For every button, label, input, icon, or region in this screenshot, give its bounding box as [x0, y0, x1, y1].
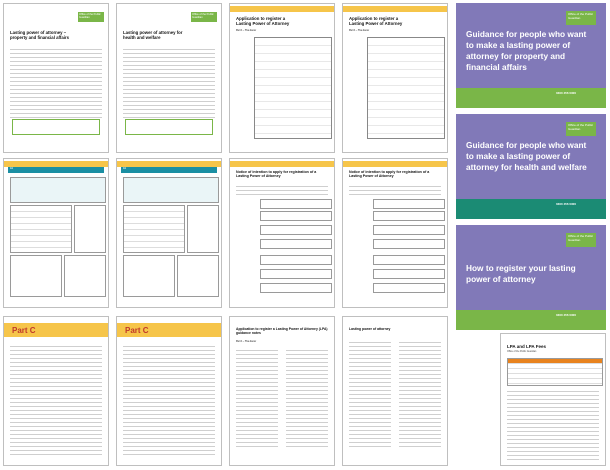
cover-title: Guidance for people who want to make a l… [466, 140, 587, 172]
part-heading: Part C [125, 326, 149, 335]
part-heading: Part C [12, 326, 36, 335]
helpline: 0300 456 0300 [556, 91, 577, 95]
page-thumbnail-12[interactable]: Lasting power of attorney [342, 316, 448, 466]
helpline: 0300 456 0300 [556, 313, 577, 317]
cover-title: Guidance for people who want to make a l… [466, 29, 587, 72]
page-thumbnail-10[interactable]: Part C [116, 316, 222, 466]
opg-logo: Office of the Public Guardian [566, 122, 596, 136]
page-title: Lasting power of attorney for health and… [123, 30, 183, 40]
page-thumbnail-3[interactable]: Application to register a Lasting Power … [229, 3, 335, 153]
page-thumbnail-4[interactable]: Application to register a Lasting Power … [342, 3, 448, 153]
section-label: A1 [123, 168, 126, 170]
fees-document[interactable]: LPA and LPA Fees Office of the Public Gu… [500, 333, 606, 466]
page-title: Application to register a Lasting Power … [236, 16, 290, 26]
page-thumbnail-2[interactable]: Office of the Public Guardian Lasting po… [116, 3, 222, 153]
form-grid [367, 37, 445, 139]
page-title: Application to register a Lasting Power … [236, 327, 328, 335]
section-label: A1 [10, 168, 13, 170]
page-title: Notice of intention to apply for registr… [349, 170, 430, 179]
page-title: LPA and LPA Fees [507, 344, 547, 349]
part-heading: Part 1 – The donor [349, 30, 370, 32]
notice-box [12, 119, 100, 135]
page-subtitle: Office of the Public Guardian [507, 351, 537, 353]
notice-box [125, 119, 213, 135]
opg-logo: Office of the Public Guardian [78, 12, 104, 22]
page-title: Lasting power of attorney – property and… [10, 30, 69, 40]
part-heading: Part 1 – The donor [236, 30, 257, 32]
page-thumbnail-5[interactable]: A1 [3, 158, 109, 308]
page-title: Lasting power of attorney [349, 327, 391, 331]
page-thumbnail-11[interactable]: Application to register a Lasting Power … [229, 316, 335, 466]
cover-title: How to register your lasting power of at… [466, 263, 576, 284]
opg-logo: Office of the Public Guardian [191, 12, 217, 22]
opg-logo: Office of the Public Guardian [566, 11, 596, 25]
helpline: 0300 456 0300 [556, 202, 577, 206]
page-title: Application to register a Lasting Power … [349, 16, 403, 26]
page-thumbnail-6[interactable]: A1 [116, 158, 222, 308]
cover-register[interactable]: Office of the Public Guardian How to reg… [456, 225, 606, 330]
page-title: Notice of intention to apply for registr… [236, 170, 317, 179]
cover-health-welfare[interactable]: Office of the Public Guardian Guidance f… [456, 114, 606, 219]
part-heading: Part 1 – The donor [236, 341, 257, 343]
form-grid [254, 37, 332, 139]
fees-table [507, 358, 603, 386]
cover-property-financial[interactable]: Office of the Public Guardian Guidance f… [456, 3, 606, 108]
page-thumbnail-9[interactable]: Part C [3, 316, 109, 466]
opg-logo: Office of the Public Guardian [566, 233, 596, 247]
page-thumbnail-7[interactable]: Notice of intention to apply for registr… [229, 158, 335, 308]
page-thumbnail-8[interactable]: Notice of intention to apply for registr… [342, 158, 448, 308]
page-thumbnail-1[interactable]: Office of the Public Guardian Lasting po… [3, 3, 109, 153]
